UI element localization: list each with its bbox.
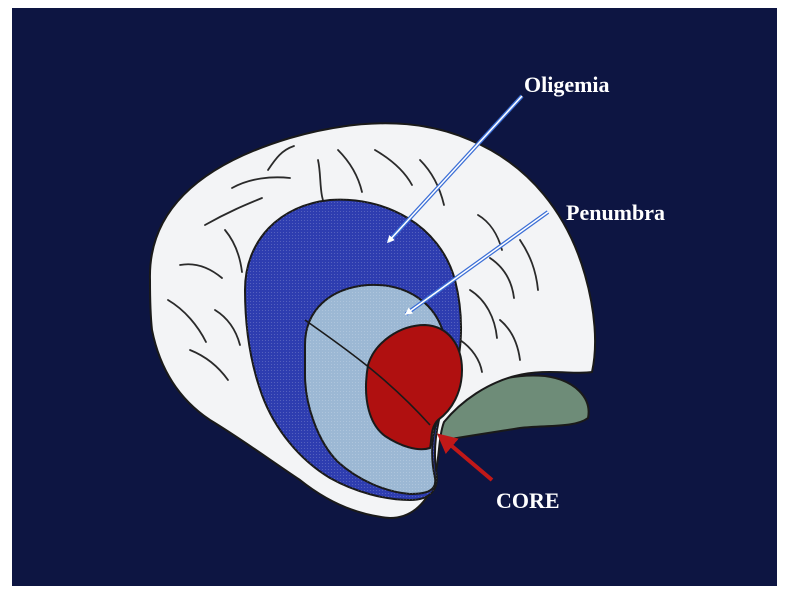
core-label: CORE — [496, 488, 560, 513]
oligemia-label: Oligemia — [524, 72, 610, 97]
penumbra-label: Penumbra — [566, 200, 665, 225]
